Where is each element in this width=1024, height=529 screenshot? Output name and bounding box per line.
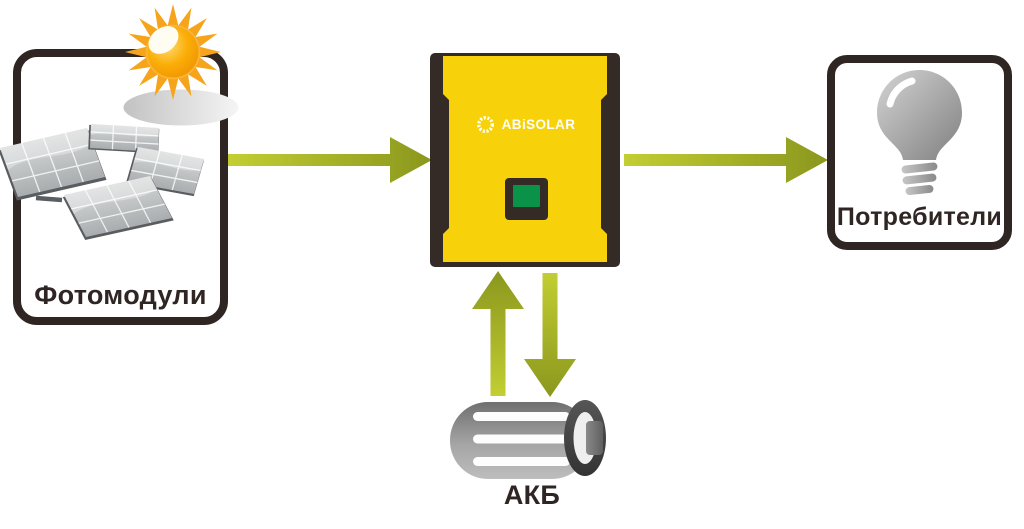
- inverter-display: [505, 178, 548, 220]
- battery-icon: [450, 400, 606, 479]
- battery-label: АКБ: [503, 480, 561, 510]
- abisolar-logo: ABiSOLAR: [443, 114, 607, 135]
- consumers-label: Потребители: [836, 203, 1003, 231]
- sun-icon: [125, 4, 221, 100]
- abisolar-brand-text: ABiSOLAR: [501, 117, 576, 132]
- node-inverter: ABiSOLAR: [430, 53, 620, 267]
- arrow-inverter-to-battery: [524, 273, 576, 397]
- node-consumers-box: Потребители: [827, 55, 1012, 250]
- solar-panels-icon: [0, 116, 215, 248]
- abisolar-logo-sun-icon: [476, 115, 494, 134]
- arrow-inverter-to-consumers: [624, 137, 828, 183]
- arrow-pv-to-inverter: [228, 137, 432, 183]
- light-bulb-icon: [877, 70, 962, 196]
- arrow-battery-to-inverter: [472, 271, 524, 396]
- cloud-icon: [123, 89, 239, 126]
- pv-label: Фотомодули: [34, 280, 207, 310]
- inverter-screen: [513, 185, 540, 207]
- inverter-front-panel: ABiSOLAR: [443, 56, 607, 262]
